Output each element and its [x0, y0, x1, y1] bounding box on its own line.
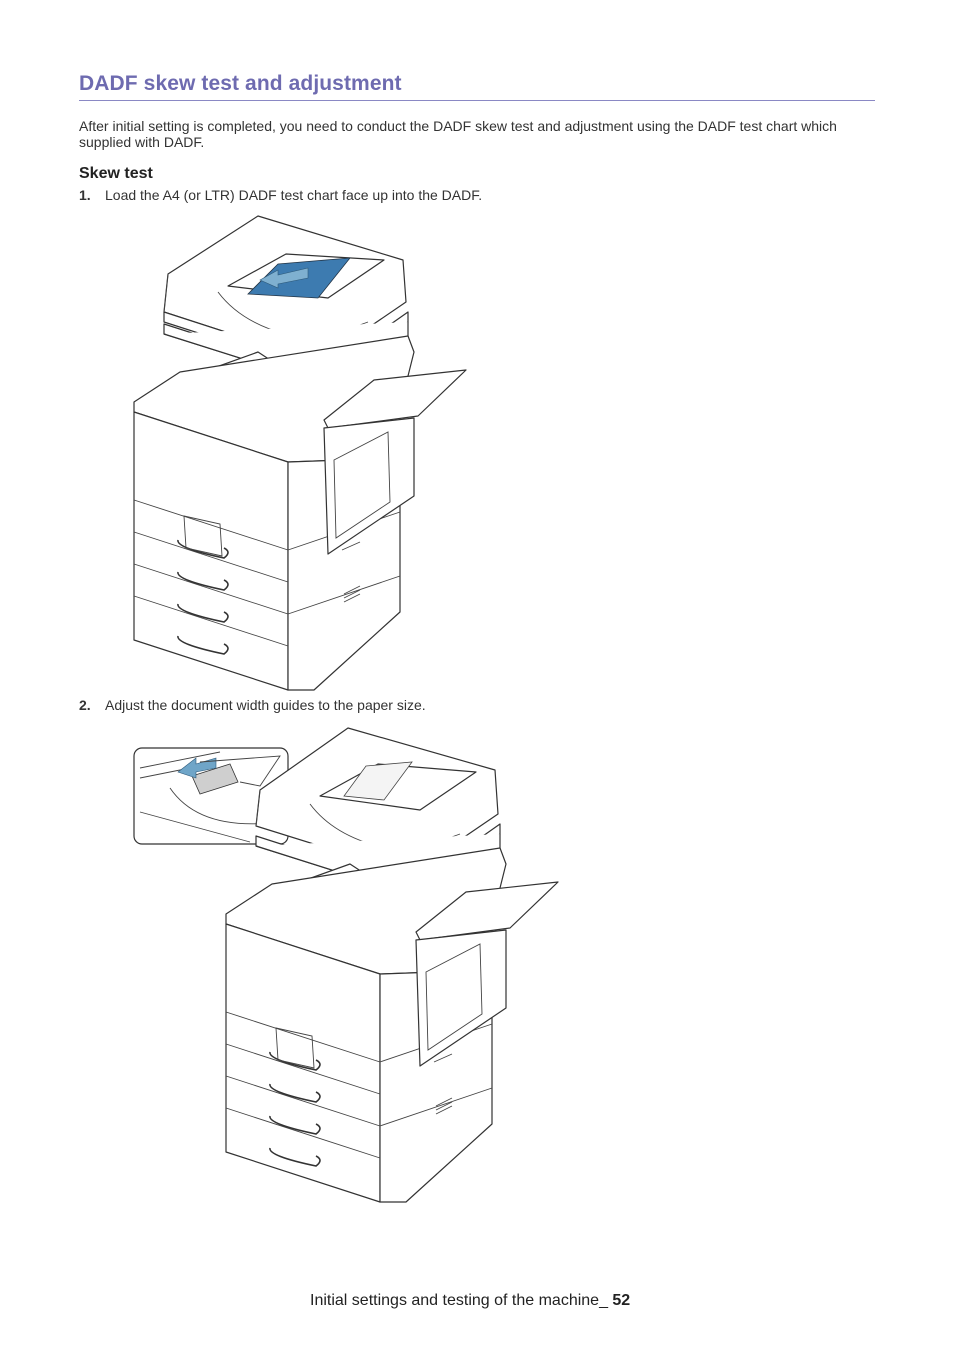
footer-text: Initial settings and testing of the mach…	[310, 1292, 613, 1309]
intro-paragraph: After initial setting is completed, you …	[79, 118, 837, 150]
copier-width-guides-illustration	[130, 722, 560, 1204]
page-number: 52	[612, 1292, 631, 1309]
step-text: Adjust the document width guides to the …	[105, 697, 426, 713]
step-text: Load the A4 (or LTR) DADF test chart fac…	[105, 187, 483, 203]
step-number: 1.	[79, 187, 91, 203]
page-footer: Initial settings and testing of the mach…	[310, 1292, 630, 1310]
section-heading-skew-test: Skew test	[79, 165, 153, 182]
step-2: 2. Adjust the document width guides to th…	[79, 697, 426, 713]
page-title: DADF skew test and adjustment	[79, 72, 875, 101]
step-number: 2.	[79, 697, 91, 713]
copier-loading-test-chart-illustration	[128, 212, 473, 692]
step-1: 1. Load the A4 (or LTR) DADF test chart f…	[79, 187, 482, 203]
